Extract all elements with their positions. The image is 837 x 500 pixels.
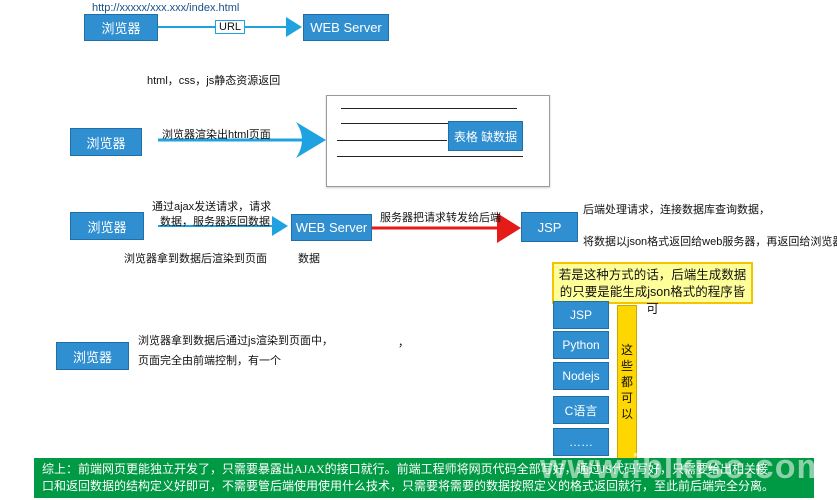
web-server-box-1: WEB Server	[303, 14, 389, 41]
render-caption: 浏览器渲染出html页面	[162, 129, 271, 141]
vertical-char: 些	[620, 359, 633, 373]
frontend-note-1: 浏览器拿到数据后通过js渲染到页面中，	[138, 335, 333, 347]
vertical-char: 都	[620, 375, 633, 389]
all-ok-vertical-note: 这 些 都 可 以	[617, 305, 637, 465]
browser-box-2: 浏览器	[70, 128, 142, 156]
vertical-char: 可	[620, 391, 633, 405]
language-box-python: Python	[553, 331, 609, 359]
page-line	[337, 156, 523, 157]
summary-box: 综上：前端网页更能独立开发了，只需要暴露出AJAX的接口就行。前端工程师将网页代…	[34, 458, 814, 498]
forward-caption: 服务器把请求转发给后端	[380, 212, 501, 224]
browser-box-3: 浏览器	[70, 212, 144, 240]
vertical-char: 以	[620, 407, 633, 421]
watermark: www.iblkisc.com	[540, 448, 828, 486]
render-data-caption: 浏览器拿到数据后渲染到页面	[124, 253, 267, 265]
browser-box-4: 浏览器	[56, 342, 129, 370]
language-box-c: C语言	[553, 396, 609, 424]
frontend-note-3: ，	[398, 337, 409, 349]
table-missing-data-box: 表格 缺数据	[448, 121, 523, 151]
json-note-box: 若是这种方式的话，后端生成数据 的只要是能生成json格式的程序皆可	[552, 262, 753, 316]
backend-process-text-1: 后端处理请求，连接数据库查询数据，	[583, 204, 770, 216]
url-caption: http://xxxxx/xxx.xxx/index.html	[92, 2, 240, 14]
language-box-ellipsis: ……	[553, 428, 609, 456]
language-box-nodejs: Nodejs	[553, 362, 609, 390]
page-line	[341, 123, 517, 124]
summary-line-2: 口和返回数据的结构定义好即可，不需要管后端使用使用什么技术，只需要将需要的数据按…	[42, 479, 775, 493]
backend-process-text-2: 将数据以json格式返回给web服务器，再返回给浏览器	[583, 236, 837, 248]
page-line	[337, 140, 447, 141]
language-box-jsp: JSP	[553, 301, 609, 329]
data-caption: 数据	[298, 253, 320, 265]
ajax-request-text-2: 数据，服务器返回数据	[160, 216, 270, 228]
summary-line-1: 综上：前端网页更能独立开发了，只需要暴露出AJAX的接口就行。前端工程师将网页代…	[42, 462, 769, 476]
jsp-box: JSP	[521, 212, 578, 242]
page-line	[341, 108, 517, 109]
url-label: URL	[215, 20, 246, 34]
web-server-box-2: WEB Server	[291, 214, 372, 241]
vertical-char: 这	[620, 343, 633, 357]
html-page-card: 表格 缺数据	[326, 95, 550, 187]
static-resources-caption: html，css，js静态资源返回	[147, 75, 281, 87]
ajax-request-text-1: 通过ajax发送请求，请求	[152, 201, 272, 213]
json-note-line-2: 的只要是能生成json格式的程序皆可	[559, 285, 746, 316]
json-note-line-1: 若是这种方式的话，后端生成数据	[558, 268, 747, 282]
browser-box-1: 浏览器	[84, 14, 158, 41]
frontend-note-2: 页面完全由前端控制，有一个	[138, 355, 281, 367]
